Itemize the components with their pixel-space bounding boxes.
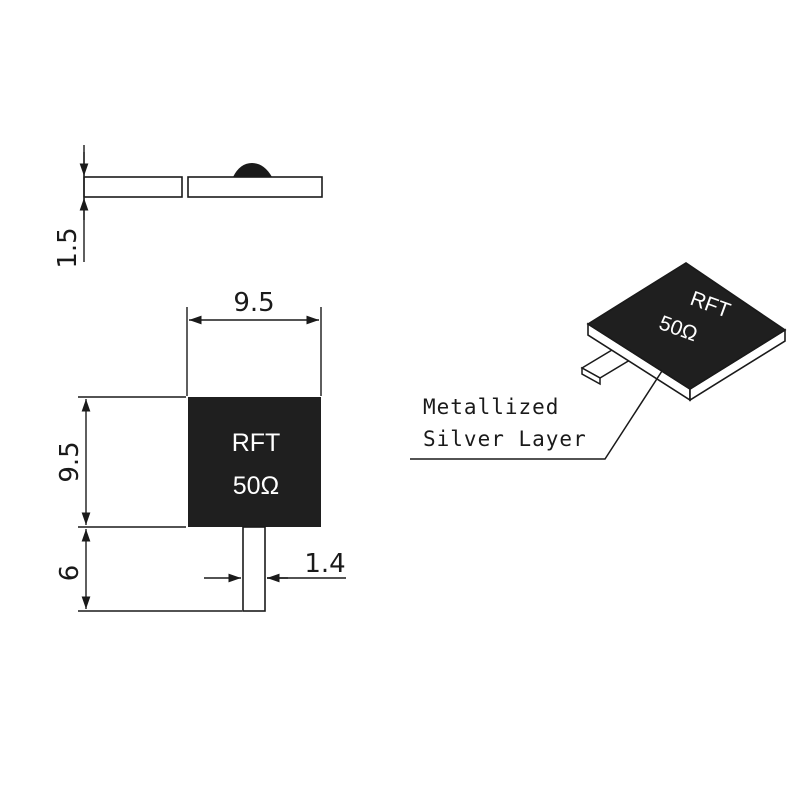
- width-dimension: [186, 307, 322, 396]
- side-view-tab: [83, 176, 183, 198]
- height-label: 9.5: [55, 441, 85, 482]
- side-view-silver-bump: [233, 163, 272, 177]
- tab-width-label: 1.4: [304, 549, 345, 579]
- isometric-view: RFT 50Ω: [580, 262, 787, 402]
- tab-length-dimension: [78, 529, 242, 612]
- width-label: 9.5: [233, 288, 274, 318]
- tab-length-label: 6: [55, 565, 85, 582]
- side-view: [83, 163, 323, 198]
- side-view-body: [187, 176, 323, 198]
- callout-line2: Silver Layer: [423, 427, 587, 451]
- callout-line1: Metallized: [423, 395, 559, 419]
- thickness-label: 1.5: [53, 227, 83, 268]
- chip-tab: [242, 526, 266, 612]
- height-dimension: [78, 396, 186, 528]
- iso-tab-front: [581, 366, 601, 386]
- iso-body-top-face: [586, 262, 787, 390]
- chip-label-line2: 50Ω: [233, 472, 280, 500]
- chip-body: [188, 397, 321, 527]
- callout-leader: [410, 370, 663, 460]
- chip-label-line1: RFT: [232, 429, 281, 457]
